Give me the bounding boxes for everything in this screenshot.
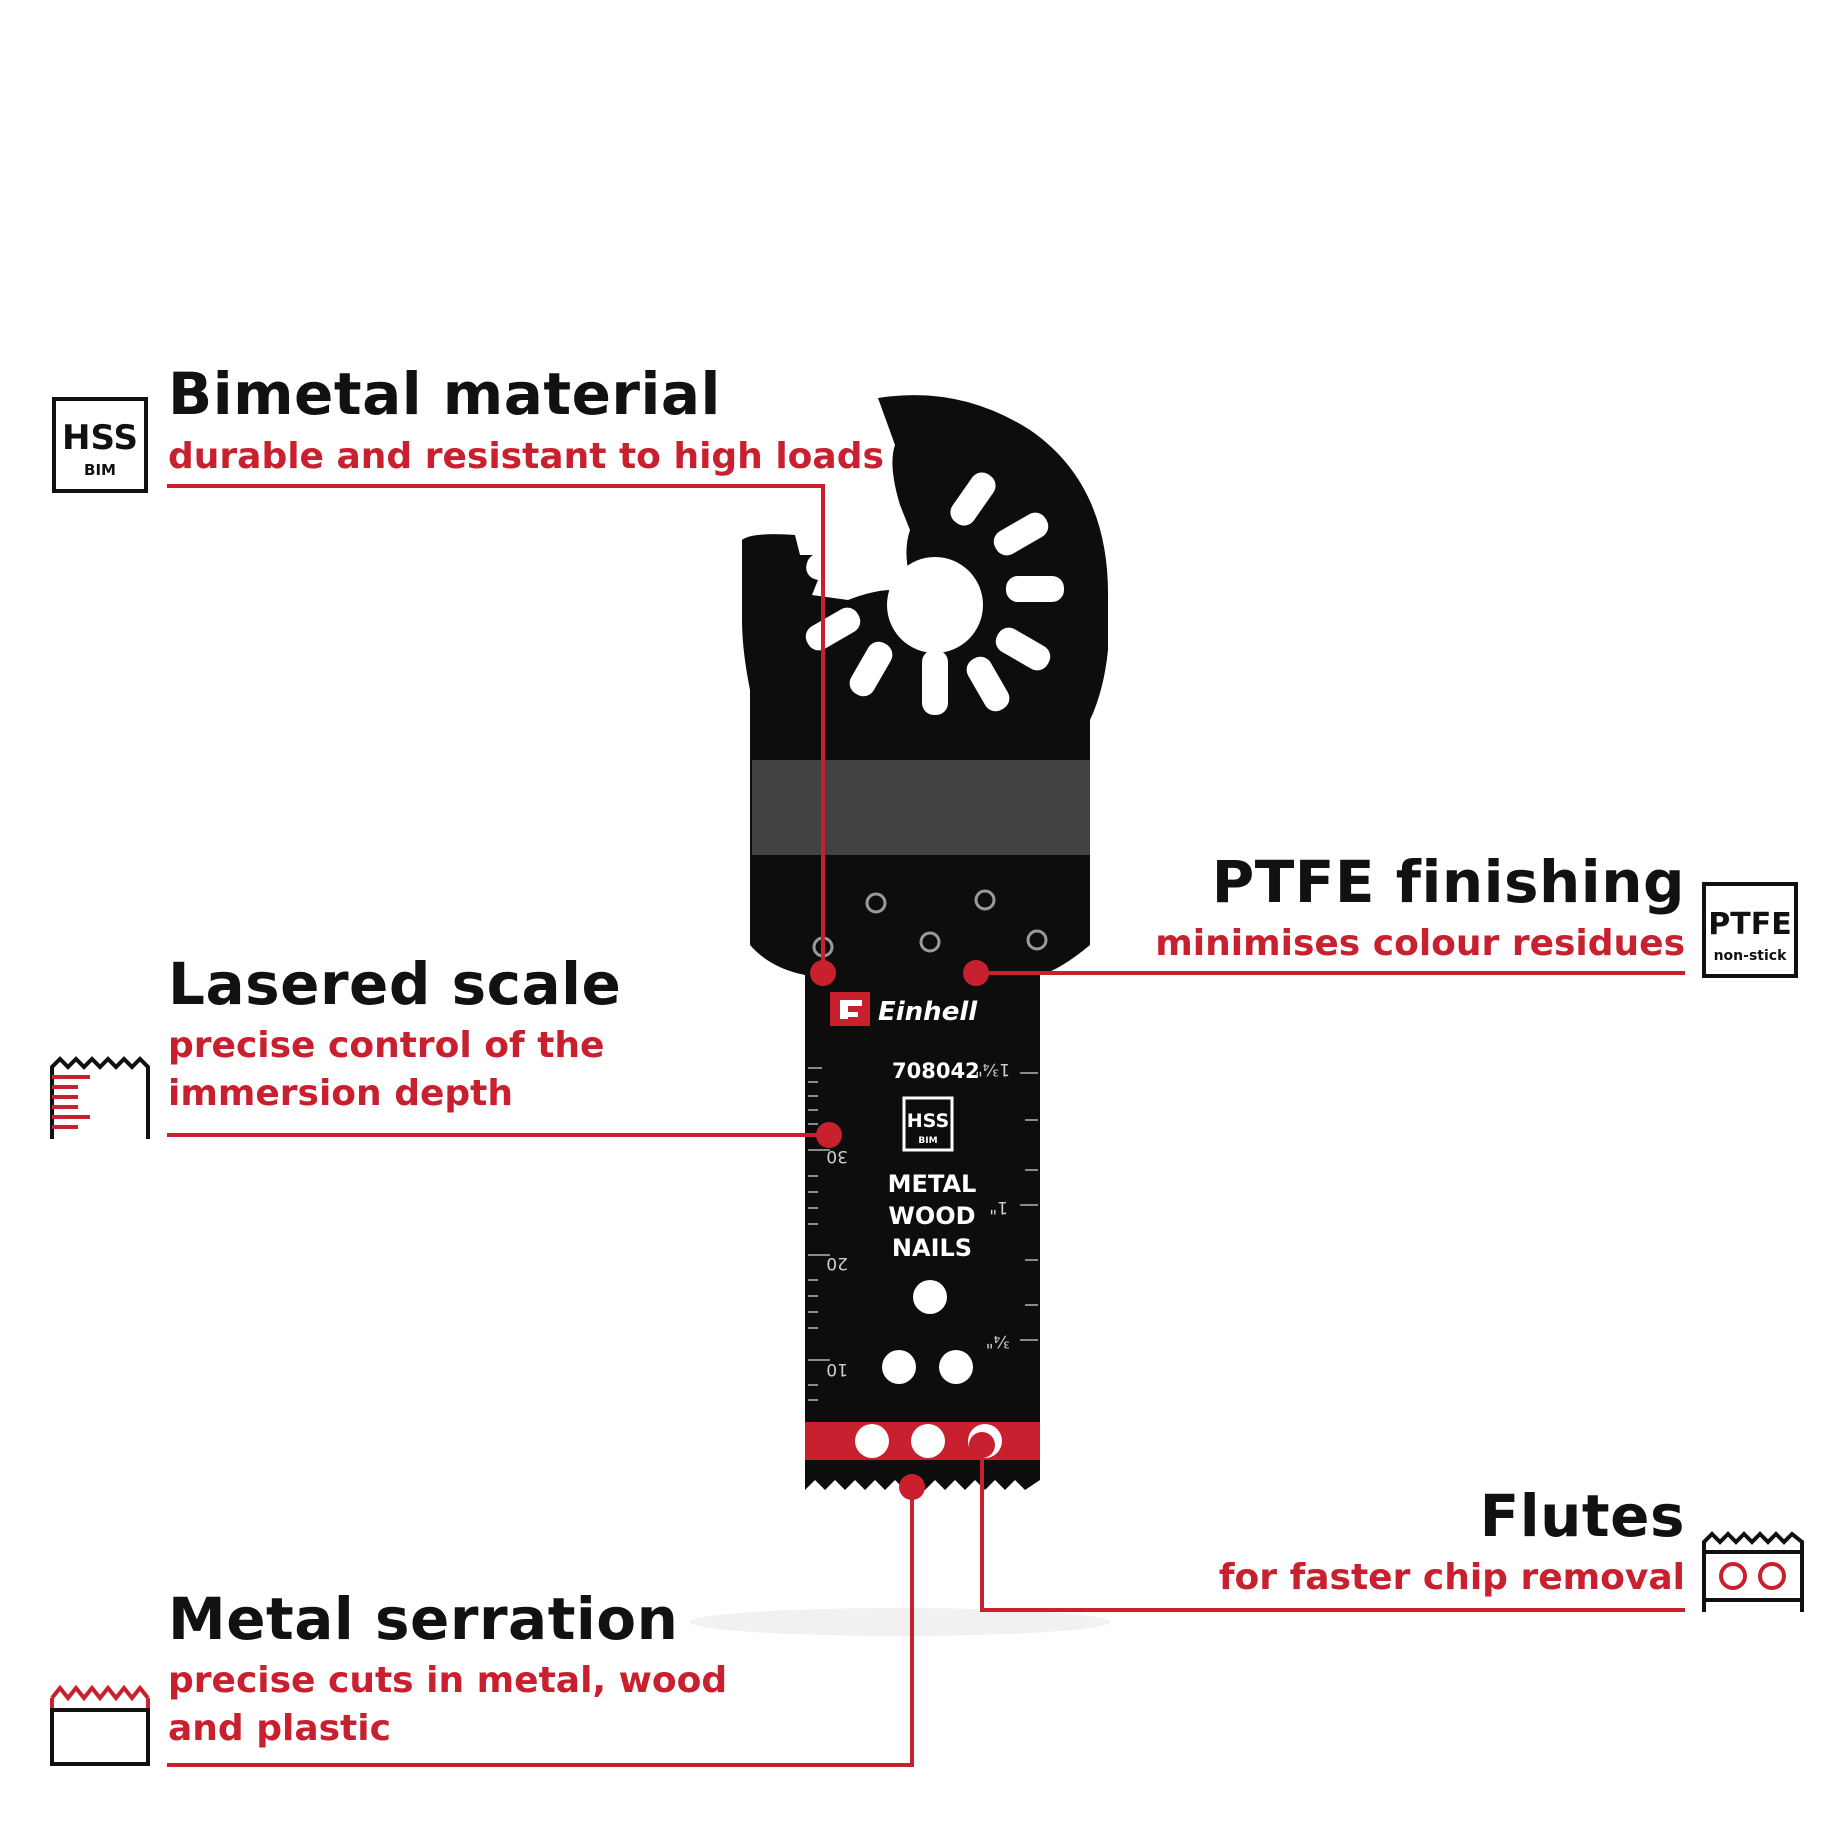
scale-label-1-3-4: 1¾" [975, 1059, 1010, 1079]
feature-title-serration: Metal serration [168, 1585, 679, 1653]
feature-desc-serration-line2: and plastic [168, 1708, 391, 1749]
non-stick-icon-text: non-stick [1714, 948, 1787, 964]
einhell-logo-mark [840, 1000, 862, 1019]
blade-mount [742, 395, 1109, 1481]
bim-icon-text: BIM [84, 461, 116, 479]
flutes-icon [1702, 1531, 1804, 1612]
feature-desc-scale-line2: immersion depth [168, 1073, 513, 1114]
metal-serration-icon [50, 1684, 150, 1766]
scale-label-20: 20 [826, 1253, 848, 1273]
feature-desc-scale-line1: precise control of the [168, 1025, 605, 1066]
callout-dot-serration [899, 1474, 925, 1500]
einhell-logo-text: Einhell [878, 997, 978, 1027]
blade-holes [882, 1280, 973, 1384]
feature-title-bimetal: Bimetal material [168, 360, 721, 428]
scale-label-10: 10 [826, 1359, 848, 1379]
callout-dot-scale [816, 1122, 842, 1148]
blade-sheen [752, 760, 1090, 855]
callout-dot-ptfe [963, 960, 989, 986]
blade-shadow [690, 1608, 1110, 1636]
blade-hss-text: HSS [907, 1110, 949, 1132]
feature-desc-ptfe: minimises colour residues [1155, 923, 1685, 964]
feature-title-scale: Lasered scale [168, 950, 622, 1018]
callout-line-bimetal [167, 484, 825, 973]
blade-bim-text: BIM [918, 1136, 937, 1146]
feature-desc-flutes: for faster chip removal [1218, 1557, 1685, 1598]
blade-material-wood: WOOD [888, 1202, 975, 1230]
callout-dot-bimetal [810, 960, 836, 986]
blade-material-metal: METAL [888, 1170, 977, 1198]
inch-scale [1020, 1072, 1038, 1341]
einhell-logo-badge [830, 992, 870, 1026]
starlock-openings [805, 472, 1064, 715]
ptfe-non-stick-icon: PTFE non-stick [1702, 882, 1798, 978]
ptfe-icon-text: PTFE [1708, 907, 1791, 942]
feature-title-flutes: Flutes [1479, 1482, 1685, 1550]
feature-desc-bimetal: durable and resistant to high loads [168, 436, 884, 477]
callout-dot-flutes [969, 1432, 995, 1458]
callout-lines [167, 484, 1685, 1767]
lasered-scale-icon [50, 1056, 150, 1139]
blade-hss-box [902, 1096, 954, 1152]
hss-icon-text: HSS [62, 418, 138, 458]
callout-line-flutes [980, 1445, 1685, 1612]
feature-desc-serration-line1: precise cuts in metal, wood [168, 1660, 728, 1701]
hss-bim-icon: HSS BIM [52, 397, 148, 493]
blade-material-nails: NAILS [892, 1234, 972, 1262]
callout-line-serration [167, 1487, 914, 1767]
scale-label-1: 1" [989, 1197, 1008, 1217]
article-number: 708042 [892, 1059, 980, 1083]
scale-label-3-4: ¾" [986, 1331, 1010, 1351]
feature-title-ptfe: PTFE finishing [1211, 848, 1685, 916]
mm-scale [808, 1067, 830, 1401]
callout-dots [810, 960, 995, 1500]
scale-label-30: 30 [826, 1146, 848, 1166]
